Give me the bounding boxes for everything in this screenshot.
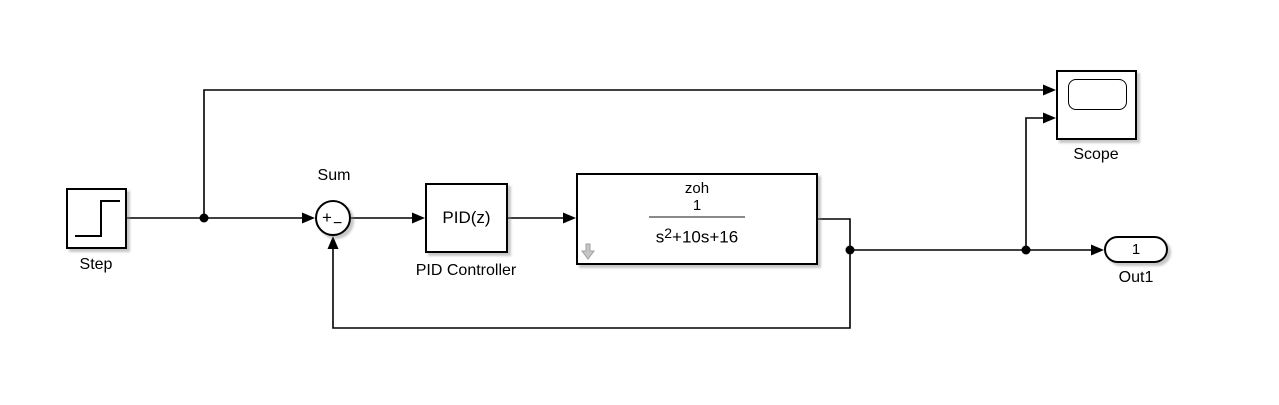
arrowhead-into-sum-bottom: [327, 236, 339, 249]
arrowhead-into-pid: [412, 212, 425, 224]
arrowhead-into-sum-left: [302, 212, 315, 224]
numerator-text: 1: [692, 197, 702, 214]
scope-screen-icon: [1068, 79, 1127, 110]
plant-transfer-fcn-block[interactable]: zoh 1 s2+10s+16: [576, 173, 818, 265]
pid-controller-block[interactable]: PID(z): [425, 183, 508, 253]
wire-branch-to-scope2[interactable]: [1025, 117, 1044, 250]
fraction-bar: [649, 216, 745, 218]
out1-port-number: 1: [1131, 241, 1141, 258]
rate-transition-arrow-icon: [581, 243, 595, 260]
out1-label[interactable]: Out1: [1118, 269, 1154, 286]
out1-port-block[interactable]: 1: [1104, 236, 1168, 263]
sum-minus-sign: −: [333, 215, 343, 232]
scope-label[interactable]: Scope: [1073, 146, 1119, 163]
discretization-method-text: zoh: [684, 180, 710, 197]
arrowhead-into-scope2: [1043, 112, 1056, 124]
wire-plant-to-out1[interactable]: [818, 218, 1092, 251]
sum-plus-sign: +: [322, 208, 332, 227]
pid-display-text: PID(z): [442, 208, 491, 227]
pid-controller-label[interactable]: PID Controller: [415, 262, 517, 279]
step-signal-icon: [75, 200, 120, 237]
arrowhead-into-out1: [1091, 244, 1104, 256]
wire-branch-to-scope1[interactable]: [203, 89, 1044, 218]
arrowhead-into-scope1: [1043, 84, 1056, 96]
wire-feedback-to-sum[interactable]: [332, 249, 851, 329]
scope-block[interactable]: [1056, 70, 1137, 140]
step-block[interactable]: [66, 188, 127, 249]
arrowhead-into-plant: [563, 212, 576, 224]
denominator-text: s2+10s+16: [655, 225, 739, 247]
sum-label[interactable]: Sum: [317, 167, 351, 184]
sum-block[interactable]: + −: [315, 200, 351, 236]
step-label[interactable]: Step: [79, 256, 113, 273]
